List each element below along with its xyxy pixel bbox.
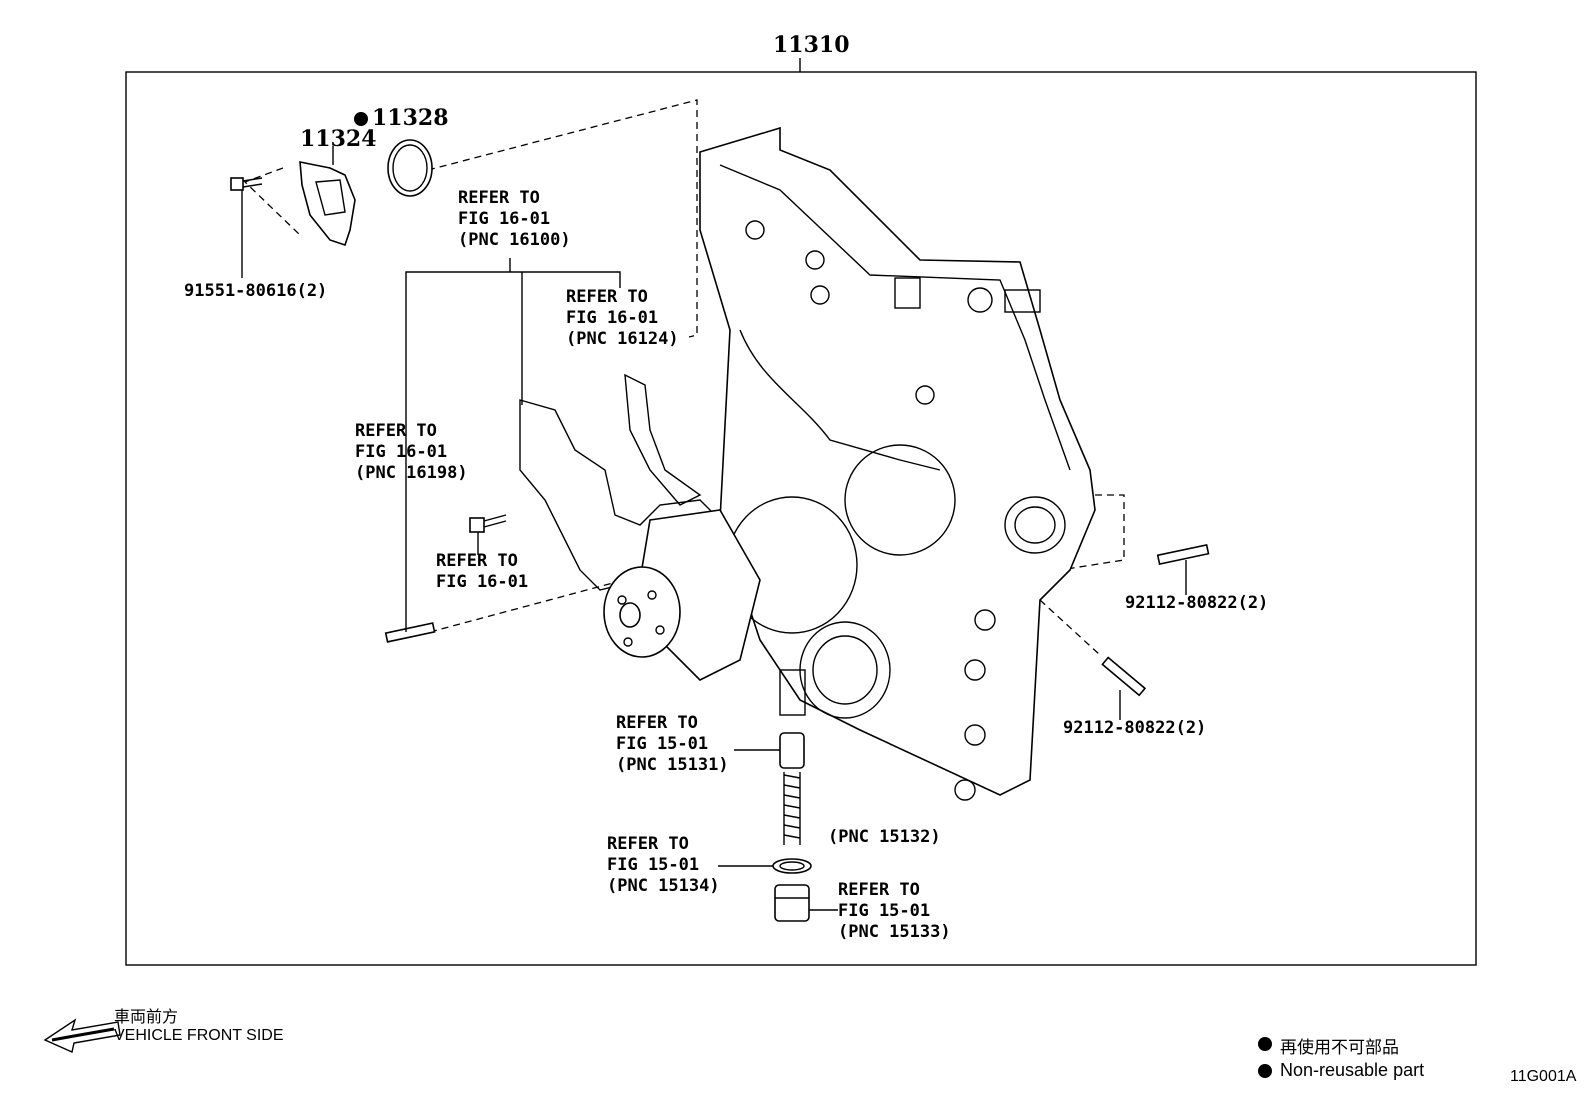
stud-lower-right (1101, 656, 1147, 720)
leader-16198 (405, 271, 621, 632)
bolt-projection (243, 167, 301, 236)
bolt-part-label: 91551-80616(2) (184, 281, 328, 301)
legend-bullet-jp (1258, 1037, 1272, 1051)
direction-jp: 車両前方 (114, 1009, 179, 1026)
bolt-91551 (230, 177, 263, 278)
assembly-frame (125, 71, 1477, 966)
relief-valve-stack (772, 732, 812, 922)
assembly-number: 11310 (773, 32, 850, 58)
seal-projection-line (427, 99, 698, 338)
water-pump (603, 509, 761, 681)
legend-jp: 再使用不可部品 (1280, 1038, 1399, 1057)
stud-projection-right (1039, 599, 1101, 656)
stud-lower-label: 92112-80822(2) (1063, 718, 1207, 738)
part-11328-label: 11328 (372, 105, 449, 131)
stud-projection-box (1059, 494, 1125, 571)
gasket-16124 (624, 373, 702, 506)
legend-bullet-en (1258, 1064, 1272, 1078)
bolt-water-pump (469, 514, 507, 555)
ref-15132: (PNC 15132) (828, 827, 941, 847)
legend-en: Non-reusable part (1280, 1060, 1425, 1080)
stud-upper-right (1156, 543, 1210, 595)
timing-cover (699, 126, 1096, 801)
o-ring-11328 (387, 139, 433, 197)
figure-code: 11G001A (1510, 1068, 1577, 1085)
part-11324-label: 11324 (300, 126, 377, 152)
direction-en: VEHICLE FRONT SIDE (114, 1027, 284, 1044)
non-reusable-marker-11328 (354, 112, 368, 126)
stud-upper-label: 92112-80822(2) (1125, 593, 1269, 613)
stud-left (384, 622, 436, 643)
sensor-11324 (299, 146, 356, 247)
